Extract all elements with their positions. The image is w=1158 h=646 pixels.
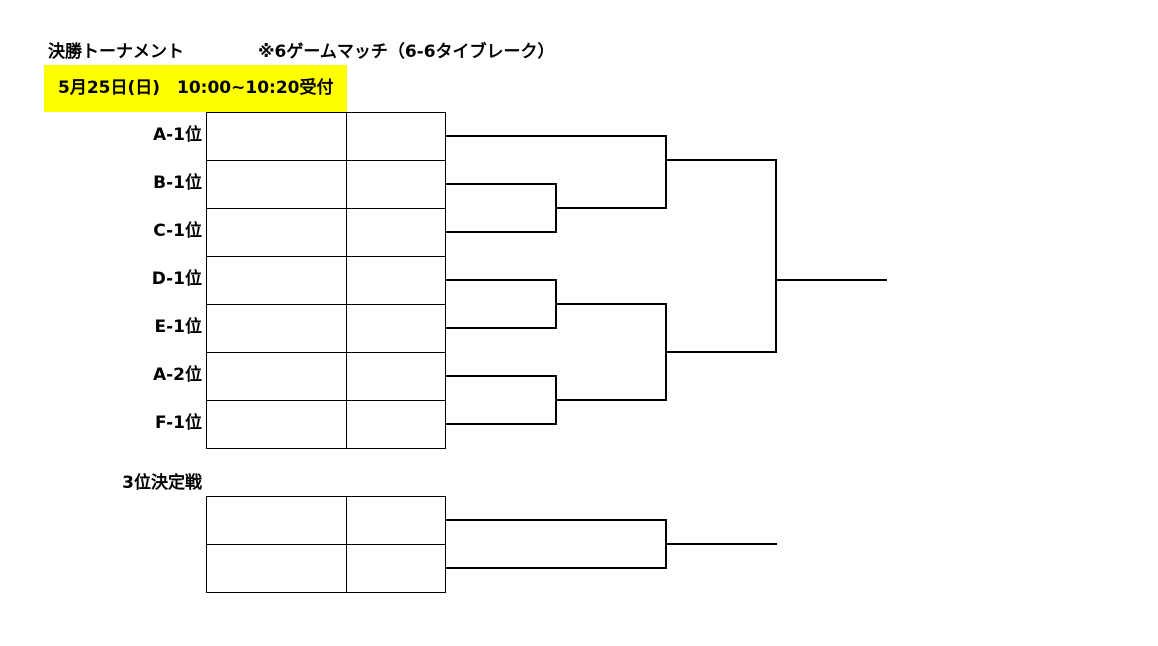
seed-label-5: E-1位: [154, 317, 203, 337]
entry-row-4: [206, 256, 446, 305]
bracket-line-a2-f: [446, 375, 557, 425]
third-place-row-1: [206, 496, 446, 545]
entry-row-2: [206, 160, 446, 209]
score-cell[interactable]: [346, 256, 446, 305]
seed-label-7: F-1位: [155, 413, 202, 433]
bracket-line-semi-2: [556, 303, 667, 401]
tournament-title: 決勝トーナメント: [48, 42, 184, 62]
score-cell[interactable]: [346, 544, 446, 593]
score-cell[interactable]: [346, 400, 446, 449]
player-name-cell[interactable]: [206, 400, 347, 449]
player-name-cell[interactable]: [206, 304, 347, 353]
date-banner: 5月25日(日) 10:00~10:20受付: [44, 65, 347, 112]
player-name-cell[interactable]: [206, 256, 347, 305]
seed-label-6: A-2位: [152, 365, 202, 385]
seed-label-3: C-1位: [153, 221, 202, 241]
bracket-line-semi-1: [446, 135, 667, 209]
third-place-label: 3位決定戦: [122, 473, 202, 493]
date-reception-text: 5月25日(日) 10:00~10:20受付: [58, 78, 334, 98]
entry-row-5: [206, 304, 446, 353]
third-place-row-2: [206, 544, 446, 593]
bracket-line-final: [666, 159, 777, 353]
match-format-note: ※6ゲームマッチ（6-6タイブレーク）: [258, 42, 555, 62]
main-bracket-entry-grid: [206, 112, 446, 449]
seed-label-4: D-1位: [151, 269, 202, 289]
player-name-cell[interactable]: [206, 352, 347, 401]
player-name-cell[interactable]: [206, 544, 347, 593]
third-place-entry-grid: [206, 496, 446, 593]
seed-label-1: A-1位: [152, 125, 202, 145]
bracket-line-b-c: [446, 183, 557, 233]
score-cell[interactable]: [346, 496, 446, 545]
bracket-line-third-place: [446, 519, 667, 569]
entry-row-7: [206, 400, 446, 449]
bracket-line-d-e: [446, 279, 557, 329]
seed-label-2: B-1位: [153, 173, 202, 193]
entry-row-1: [206, 112, 446, 161]
